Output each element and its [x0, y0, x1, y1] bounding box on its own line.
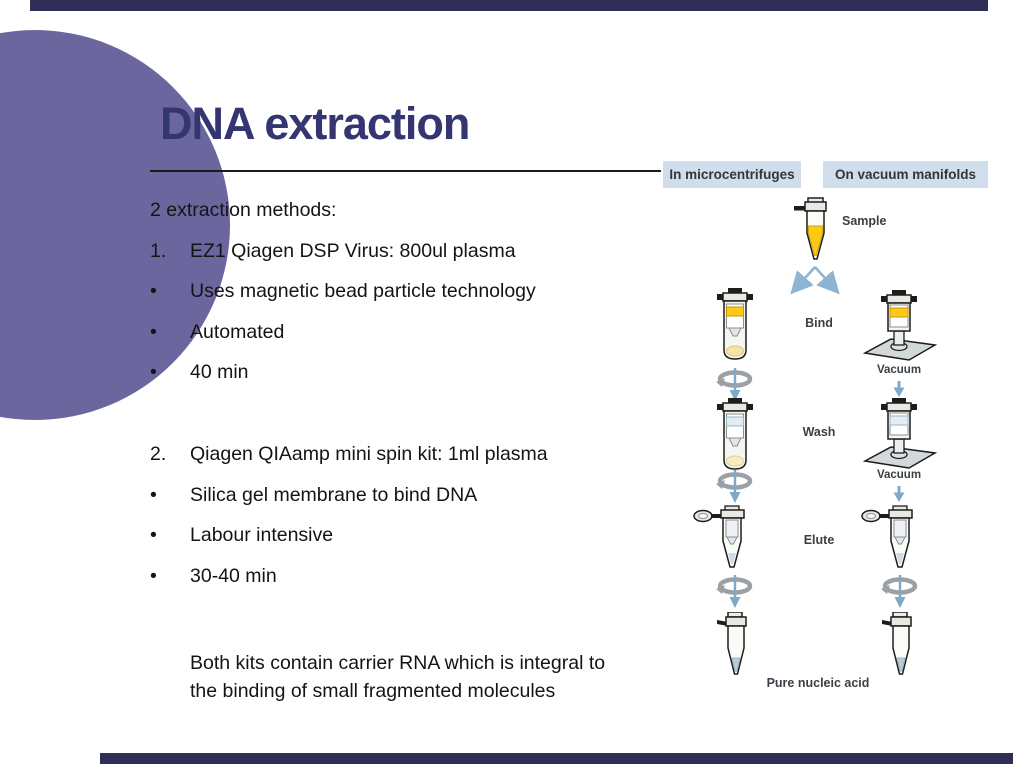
bottom-accent-bar — [100, 753, 1013, 764]
intro-line: 2 extraction methods: — [150, 199, 337, 221]
list-item-text: Qiagen QIAamp mini spin kit: 1ml plasma — [190, 442, 548, 465]
final-tube-icon — [881, 611, 921, 680]
centrifuge-spin-icon — [713, 468, 757, 504]
workflow-diagram: In microcentrifuges On vacuum manifolds … — [655, 155, 1020, 700]
elute-label: Elute — [803, 533, 835, 547]
title-underline — [150, 170, 661, 172]
result-label: Pure nucleic acid — [766, 676, 870, 690]
list-item: • Labour intensive — [150, 524, 655, 565]
list-item-text: Uses magnetic bead particle technology — [190, 280, 536, 303]
down-arrow-icon — [892, 381, 906, 398]
vacuum-column-wash-icon — [862, 398, 943, 476]
final-tube-icon — [716, 611, 756, 680]
list-marker: 1. — [150, 239, 167, 262]
list-item: • Uses magnetic bead particle technology — [150, 280, 655, 321]
bind-spin-tube-icon — [712, 288, 758, 366]
list-item: • Silica gel membrane to bind DNA — [150, 484, 655, 525]
list-marker: • — [150, 280, 157, 303]
list-marker: • — [150, 361, 157, 384]
list-item: • 30-40 min — [150, 565, 655, 606]
note-paragraph: Both kits contain carrier RNA which is i… — [190, 652, 606, 703]
list-marker: 2. — [150, 442, 167, 465]
list-marker: • — [150, 320, 157, 343]
elute-tube-icon — [860, 503, 922, 575]
list-item: 1. EZ1 Qiagen DSP Virus: 800ul plasma — [150, 240, 655, 281]
bind-label: Bind — [805, 316, 833, 330]
list-marker: • — [150, 483, 157, 506]
vacuum-column-bind-icon — [862, 290, 943, 368]
list-item-text: EZ1 Qiagen DSP Virus: 800ul plasma — [190, 239, 516, 262]
list-item-text: Automated — [190, 320, 285, 343]
column-header-microcentrifuges: In microcentrifuges — [663, 161, 801, 188]
list-item-text: Silica gel membrane to bind DNA — [190, 483, 478, 506]
centrifuge-spin-icon — [713, 366, 757, 402]
list-marker: • — [150, 564, 157, 587]
wash-spin-tube-icon — [712, 398, 758, 476]
list-item-text: 30-40 min — [190, 564, 277, 587]
top-accent-bar — [30, 0, 988, 11]
down-arrow-icon — [892, 486, 906, 503]
sample-tube-icon — [793, 197, 837, 265]
vacuum-label: Vacuum — [876, 469, 922, 481]
page-title: DNA extraction — [160, 98, 470, 149]
vacuum-label: Vacuum — [876, 364, 922, 376]
list-item-text: 40 min — [190, 361, 249, 384]
sample-label: Sample — [842, 214, 887, 228]
wash-label: Wash — [802, 425, 836, 439]
centrifuge-spin-icon — [713, 573, 757, 609]
body-text: 2 extraction methods: 1. EZ1 Qiagen DSP … — [150, 199, 655, 705]
list-item: • Automated — [150, 321, 655, 362]
column-header-vacuum-manifolds: On vacuum manifolds — [823, 161, 988, 188]
elute-tube-icon — [692, 503, 754, 575]
list-marker: • — [150, 524, 157, 547]
list-item-text: Labour intensive — [190, 524, 334, 547]
list-item: 2. Qiagen QIAamp mini spin kit: 1ml plas… — [150, 443, 655, 484]
diverge-arrows-icon — [783, 264, 847, 296]
centrifuge-spin-icon — [878, 573, 922, 609]
list-item: • 40 min — [150, 361, 655, 402]
